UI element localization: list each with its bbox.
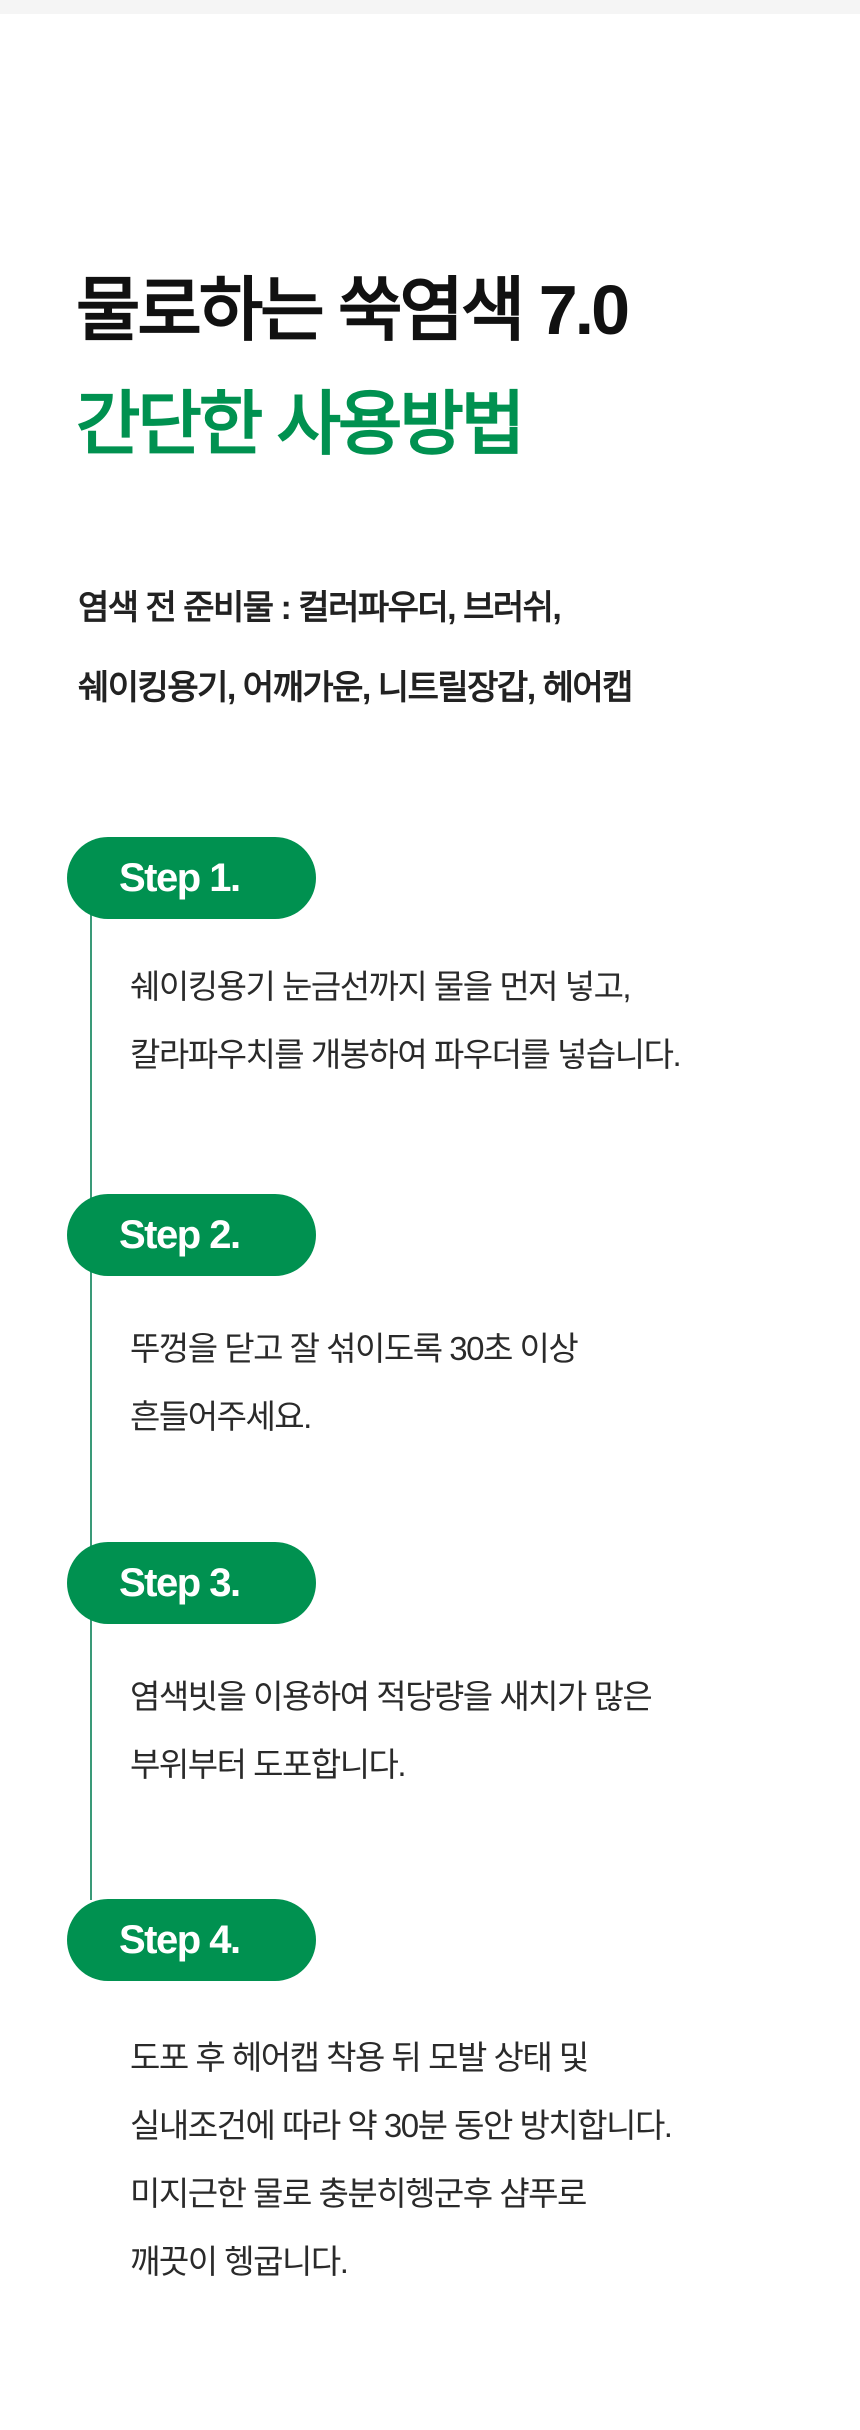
step-badge: Step 2.: [67, 1194, 316, 1276]
step-badge: Step 1.: [67, 837, 316, 919]
preparation-line: 쉐이킹용기, 어깨가운, 니트릴장갑, 헤어캡: [78, 669, 633, 707]
step-description: 쉐이킹용기 눈금선까지 물을 먼저 넣고, 칼라파우치를 개봉하여 파우더를 넣…: [130, 953, 682, 1089]
step-line: 깨끗이 헹굽니다.: [130, 2243, 349, 2280]
step-line: 미지근한 물로 충분히헹군후 샴푸로: [130, 2175, 587, 2212]
top-bar: [0, 0, 860, 14]
page-subtitle: 간단한 사용방법: [76, 385, 525, 463]
step-line: 부위부터 도포합니다.: [130, 1746, 407, 1783]
step-line: 칼라파우치를 개봉하여 파우더를 넣습니다.: [130, 1036, 682, 1073]
step-line: 실내조건에 따라 약 30분 동안 방치합니다.: [130, 2107, 673, 2144]
step-description: 뚜껑을 닫고 잘 섞이도록 30초 이상 흔들어주세요.: [130, 1315, 579, 1451]
step-description: 염색빗을 이용하여 적당량을 새치가 많은 부위부터 도포합니다.: [130, 1663, 653, 1799]
preparation-line: 염색 전 준비물 : 컬러파우더, 브러쉬,: [78, 589, 562, 627]
step-badge: Step 4.: [67, 1899, 316, 1981]
step-line: 쉐이킹용기 눈금선까지 물을 먼저 넣고,: [130, 968, 632, 1005]
step-description: 도포 후 헤어캡 착용 뒤 모발 상태 및 실내조건에 따라 약 30분 동안 …: [130, 2024, 673, 2296]
step-line: 도포 후 헤어캡 착용 뒤 모발 상태 및: [130, 2039, 589, 2076]
timeline-line: [90, 900, 92, 1900]
step-line: 뚜껑을 닫고 잘 섞이도록 30초 이상: [130, 1330, 579, 1367]
step-line: 염색빗을 이용하여 적당량을 새치가 많은: [130, 1678, 653, 1715]
page-title: 물로하는 쑥염색 7.0: [76, 271, 630, 349]
step-line: 흔들어주세요.: [130, 1398, 312, 1435]
step-badge: Step 3.: [67, 1542, 316, 1624]
preparation-list: 염색 전 준비물 : 컬러파우더, 브러쉬, 쉐이킹용기, 어깨가운, 니트릴장…: [78, 568, 633, 728]
